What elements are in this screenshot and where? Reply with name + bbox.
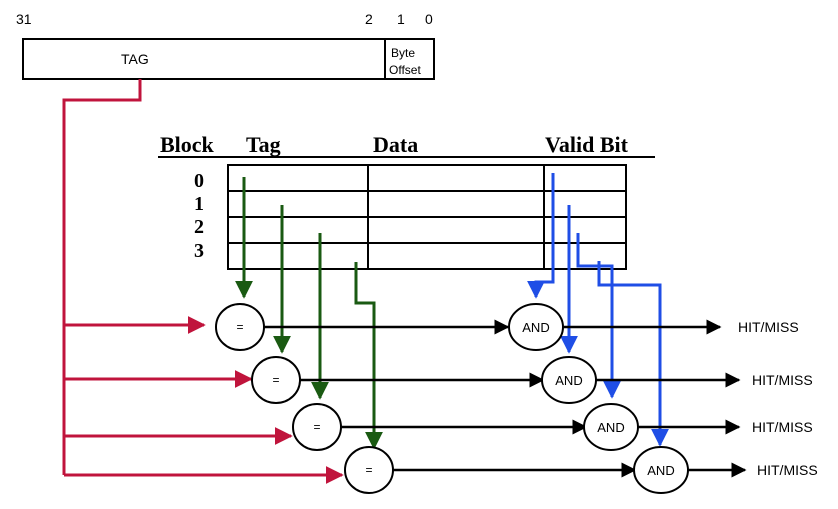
hit-miss-label-3: HIT/MISS	[757, 462, 818, 478]
valid-line-3	[597, 261, 669, 447]
row-label-0: 0	[194, 170, 204, 192]
cache-table-grid	[227, 164, 627, 270]
and-gate-label-3: AND	[647, 463, 674, 478]
comparator-label-1: =	[272, 373, 279, 387]
tag-bus	[62, 79, 344, 484]
cache-table-header: Block Tag Data Valid Bit	[158, 132, 655, 158]
header-valid-bit: Valid Bit	[545, 132, 629, 157]
comparator-label-3: =	[365, 463, 372, 477]
stored-tag-lines	[235, 177, 383, 450]
header-block: Block	[160, 132, 215, 157]
header-data: Data	[373, 132, 418, 157]
tag-bus-trunk	[62, 79, 142, 475]
valid-line-0	[527, 173, 555, 299]
result-lines	[264, 319, 747, 478]
comparator-0: =	[215, 303, 265, 351]
and-gate-1: AND	[541, 356, 597, 404]
hit-miss-label-2: HIT/MISS	[752, 419, 813, 435]
and-gate-3: AND	[633, 446, 689, 494]
comparator-2: =	[292, 403, 342, 451]
and-gate-label-0: AND	[522, 320, 549, 335]
and-gate-label-1: AND	[555, 373, 582, 388]
byte-offset-field	[384, 38, 435, 80]
byte-offset-label-line1: Byte	[391, 46, 415, 60]
tag-field	[22, 38, 386, 80]
row-label-1: 1	[194, 193, 204, 215]
bit-label-1: 1	[397, 11, 405, 27]
tag-field-label: TAG	[121, 51, 149, 67]
valid-line-2	[576, 233, 621, 399]
header-tag: Tag	[246, 132, 281, 157]
hit-miss-label-1: HIT/MISS	[752, 372, 813, 388]
row-label-3: 3	[194, 240, 204, 262]
byte-offset-label-line2: Offset	[389, 63, 421, 77]
hit-miss-label-0: HIT/MISS	[738, 319, 799, 335]
bit-label-0: 0	[425, 11, 433, 27]
valid-bit-lines	[527, 173, 669, 447]
bit-label-2: 2	[365, 11, 373, 27]
and-gate-2: AND	[583, 403, 639, 451]
and-gate-0: AND	[508, 303, 564, 351]
comparator-1: =	[251, 356, 301, 404]
row-label-2: 2	[194, 216, 204, 238]
comparator-3: =	[344, 446, 394, 494]
comparator-label-0: =	[236, 320, 243, 334]
address-register: TAG Byte Offset	[22, 38, 435, 80]
bit-label-31: 31	[16, 11, 32, 27]
comparator-label-2: =	[313, 420, 320, 434]
and-gate-label-2: AND	[597, 420, 624, 435]
stored-tag-line-3	[354, 262, 383, 450]
